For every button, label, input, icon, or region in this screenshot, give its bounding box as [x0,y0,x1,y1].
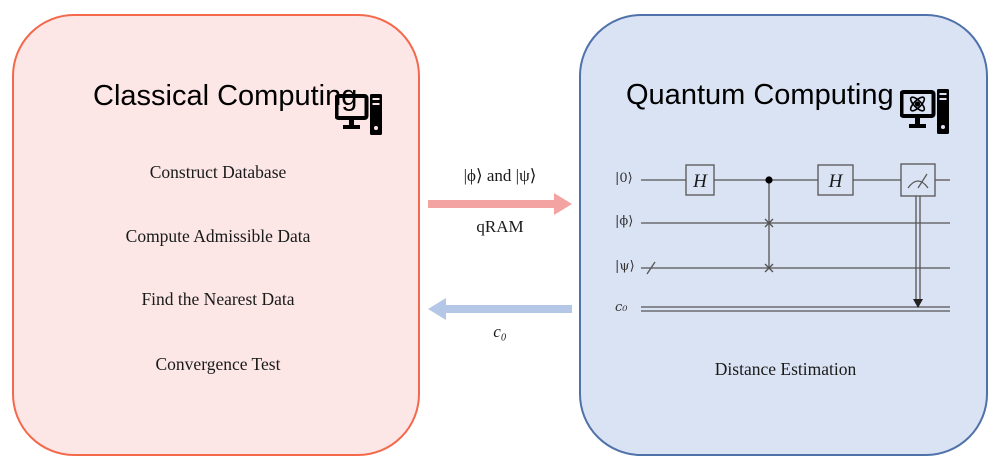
hadamard-gate-1-label: H [692,171,708,192]
arrow-to-quantum-shaft [428,200,556,208]
control-dot [765,176,773,184]
wire-label-psi: |ψ⟩ [615,259,635,274]
quantum-computing-panel: Quantum Computing |0⟩ |ϕ⟩ |ψ⟩ c₀ [579,14,988,456]
wire-label-c0: c₀ [615,300,628,315]
hadamard-gate-2-label: H [828,171,844,192]
desktop-computer-icon [335,94,382,135]
step-compute-admissible-data: Compute Admissible Data [125,226,311,246]
meter-needle-icon [917,173,928,189]
arrow-to-quantum-bottom-label: qRAM [476,217,524,236]
hadamard-gate-1 [685,164,715,196]
register-slash-icon [646,261,656,275]
swap-cross-phi-b [764,218,774,228]
arrow-to-classical-label: c₀ [493,322,507,341]
arrow-to-quantum-head [554,193,572,215]
quantum-computing-title: Quantum Computing [626,79,894,111]
meter-arc-icon [907,180,929,189]
hadamard-gate-2 [817,164,854,196]
wire-label-zero: |0⟩ [615,171,633,186]
swap-cross-psi-b [764,263,774,273]
wire-label-phi: |ϕ⟩ [615,214,634,229]
measure-arrowhead [913,299,923,308]
arrow-to-quantum-top-label: |ϕ⟩ and |ψ⟩ [463,166,537,185]
step-construct-database: Construct Database [149,162,287,182]
step-convergence-test: Convergence Test [155,354,281,374]
quantum-circuit: H H [641,163,950,312]
arrow-to-quantum [428,193,572,215]
arrow-to-classical-head [428,298,446,320]
arrow-to-classical-shaft [444,305,572,313]
arrow-to-classical [428,298,572,320]
quantum-computer-icon [900,89,949,134]
classical-computing-title: Classical Computing [93,80,358,112]
measurement-gate [900,163,936,197]
step-find-nearest-data: Find the Nearest Data [141,289,295,309]
classical-computing-panel: Classical Computing Construct Database C… [12,14,420,456]
distance-estimation-caption: Distance Estimation [714,359,857,379]
